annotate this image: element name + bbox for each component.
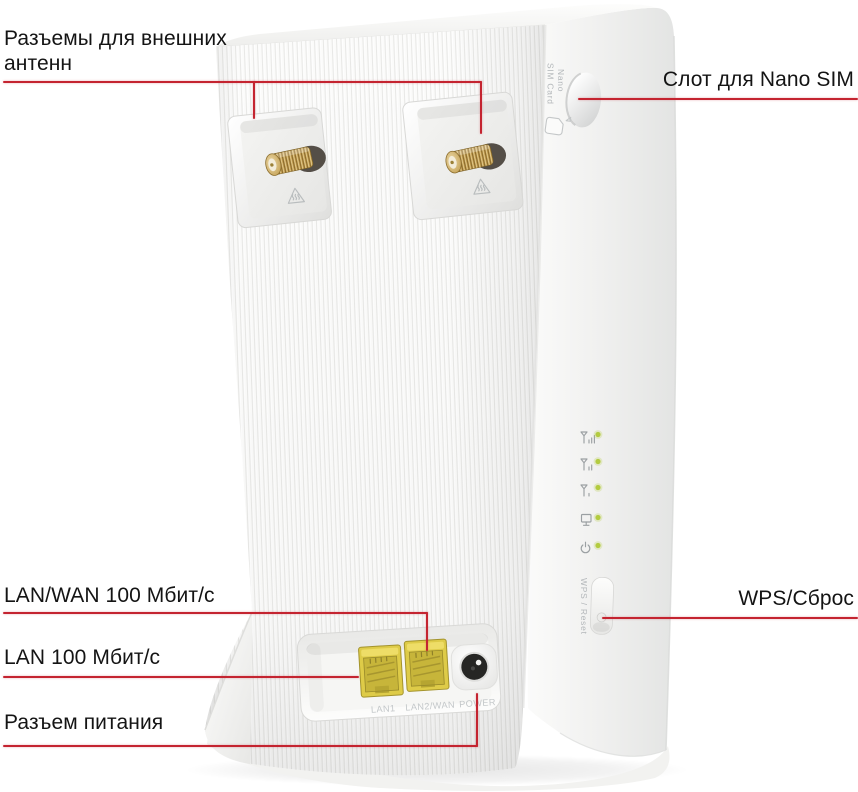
led-signal-low <box>580 483 603 497</box>
lan-port-label: LAN 100 Мбит/с <box>4 646 161 669</box>
wps-reset-button-text: WPS / Reset <box>579 578 589 635</box>
lan-wan-annotation-line-drop <box>426 612 428 651</box>
sim-slot-text: Nano SIM Card <box>546 63 567 105</box>
sim-card-icon <box>544 116 572 136</box>
router-side-bottom-edge <box>559 732 667 757</box>
power-annotation-line <box>3 745 478 747</box>
lan-wan-port-label: LAN/WAN 100 Мбит/с <box>4 584 215 607</box>
lan1-port <box>357 644 405 699</box>
stand-wing-crease <box>204 611 253 731</box>
lan1-port-label: LAN1 <box>371 703 396 714</box>
front-side-seam <box>521 24 547 709</box>
led-indicators <box>580 430 603 554</box>
led-power <box>580 541 603 554</box>
antenna-recess-right <box>402 91 524 221</box>
lan-wan-annotation-line <box>3 612 428 614</box>
led-signal-high <box>580 430 603 444</box>
router-side-face <box>527 7 677 757</box>
router-top-face <box>216 3 657 47</box>
antenna-annotation-line-drop-right <box>480 81 482 134</box>
port-panel: LAN1 LAN2/WAN POWER <box>296 623 502 722</box>
stand-wing <box>205 612 252 764</box>
antenna-annotation-line-drop-left <box>253 81 255 119</box>
router-side-edge <box>665 35 677 751</box>
sim-annotation-line <box>578 98 858 100</box>
antenna-recess-left <box>227 107 332 229</box>
wps-reset-label: WPS/Сброс <box>738 587 854 610</box>
led-lan <box>580 513 603 526</box>
sim-slot: Nano SIM Card <box>544 63 602 136</box>
wps-annotation-line <box>602 617 858 619</box>
led-signal-medium <box>580 457 603 471</box>
sim-slot-label: Слот для Nano SIM <box>662 68 854 91</box>
power-connector-label: Разъем питания <box>4 711 164 734</box>
power-annotation-line-rise <box>476 693 478 747</box>
antenna-connectors-label: Разъемы для внешних антенн <box>4 27 227 75</box>
router-base-foot <box>207 722 670 791</box>
power-jack <box>450 643 498 691</box>
lan-annotation-line <box>3 676 359 678</box>
antenna-annotation-line <box>3 81 482 83</box>
wps-reset-button: WPS / Reset <box>579 576 615 635</box>
lan2-wan-port-label: LAN2/WAN <box>405 700 455 713</box>
